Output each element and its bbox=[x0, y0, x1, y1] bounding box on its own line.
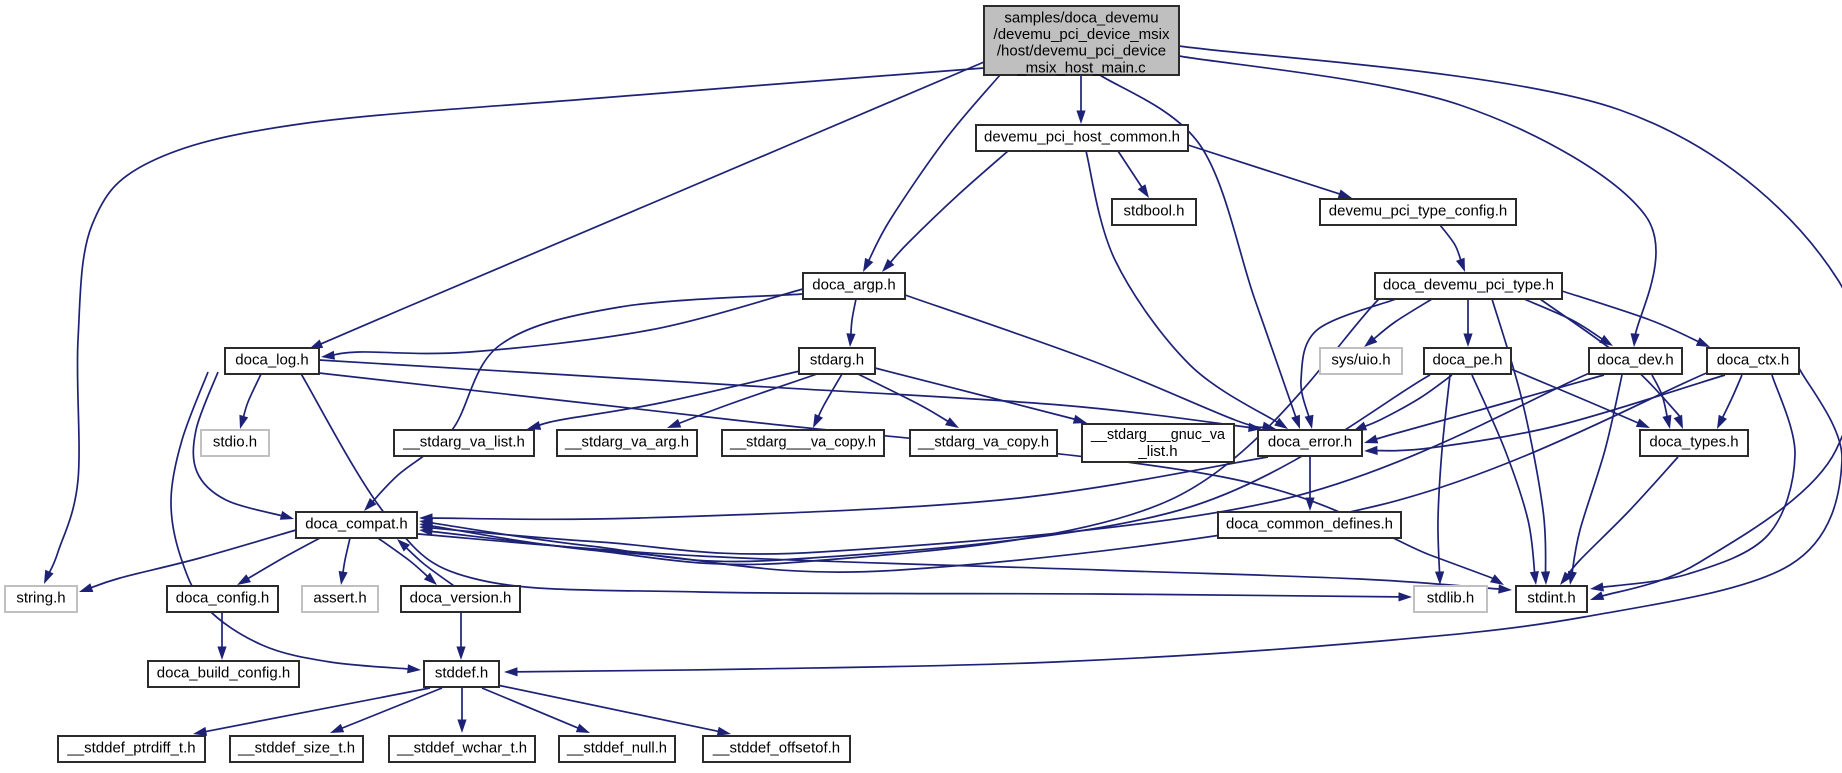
svg-text:__stddef_size_t.h: __stddef_size_t.h bbox=[237, 740, 355, 757]
svg-text:devemu_pci_host_common.h: devemu_pci_host_common.h bbox=[984, 129, 1180, 146]
svg-text:__stdarg_va_arg.h: __stdarg_va_arg.h bbox=[564, 434, 689, 451]
svg-text:_msix_host_main.c: _msix_host_main.c bbox=[1016, 60, 1146, 77]
svg-text:doca_log.h: doca_log.h bbox=[235, 352, 308, 369]
svg-text:doca_pe.h: doca_pe.h bbox=[1432, 352, 1502, 369]
svg-text:__stddef_ptrdiff_t.h: __stddef_ptrdiff_t.h bbox=[66, 740, 195, 757]
svg-text:stddef.h: stddef.h bbox=[435, 665, 488, 682]
svg-text:stdint.h: stdint.h bbox=[1527, 590, 1575, 607]
svg-text:stdbool.h: stdbool.h bbox=[1124, 203, 1185, 220]
svg-text:__stddef_null.h: __stddef_null.h bbox=[566, 740, 667, 757]
svg-text:doca_version.h: doca_version.h bbox=[410, 590, 512, 607]
svg-text:doca_common_defines.h: doca_common_defines.h bbox=[1226, 516, 1393, 533]
svg-text:__stddef_offsetof.h: __stddef_offsetof.h bbox=[712, 740, 840, 757]
svg-text:_list.h: _list.h bbox=[1137, 443, 1177, 460]
svg-text:doca_types.h: doca_types.h bbox=[1649, 434, 1738, 451]
svg-text:doca_devemu_pci_type.h: doca_devemu_pci_type.h bbox=[1383, 277, 1554, 294]
svg-text:__stdarg_va_list.h: __stdarg_va_list.h bbox=[402, 434, 525, 451]
svg-text:doca_error.h: doca_error.h bbox=[1268, 434, 1352, 451]
svg-text:__stddef_wchar_t.h: __stddef_wchar_t.h bbox=[396, 740, 527, 757]
svg-text:/host/devemu_pci_device: /host/devemu_pci_device bbox=[997, 43, 1166, 60]
svg-text:/devemu_pci_device_msix: /devemu_pci_device_msix bbox=[994, 26, 1170, 43]
svg-text:devemu_pci_type_config.h: devemu_pci_type_config.h bbox=[1329, 203, 1507, 220]
svg-text:doca_dev.h: doca_dev.h bbox=[1597, 352, 1673, 369]
svg-text:stdio.h: stdio.h bbox=[213, 434, 257, 451]
svg-text:stdarg.h: stdarg.h bbox=[810, 352, 864, 369]
svg-text:string.h: string.h bbox=[16, 590, 65, 607]
svg-text:__stdarg___gnuc_va: __stdarg___gnuc_va bbox=[1090, 426, 1226, 443]
svg-text:assert.h: assert.h bbox=[313, 590, 366, 607]
svg-text:sys/uio.h: sys/uio.h bbox=[1331, 352, 1390, 369]
svg-text:doca_argp.h: doca_argp.h bbox=[812, 277, 895, 294]
svg-text:stdlib.h: stdlib.h bbox=[1427, 590, 1475, 607]
svg-text:__stdarg___va_copy.h: __stdarg___va_copy.h bbox=[729, 434, 876, 451]
svg-text:__stdarg_va_copy.h: __stdarg_va_copy.h bbox=[917, 434, 1049, 451]
svg-text:doca_config.h: doca_config.h bbox=[176, 590, 269, 607]
svg-text:doca_build_config.h: doca_build_config.h bbox=[157, 665, 290, 682]
svg-text:samples/doca_devemu: samples/doca_devemu bbox=[1004, 10, 1158, 27]
svg-text:doca_ctx.h: doca_ctx.h bbox=[1717, 352, 1790, 369]
svg-text:doca_compat.h: doca_compat.h bbox=[305, 516, 408, 533]
